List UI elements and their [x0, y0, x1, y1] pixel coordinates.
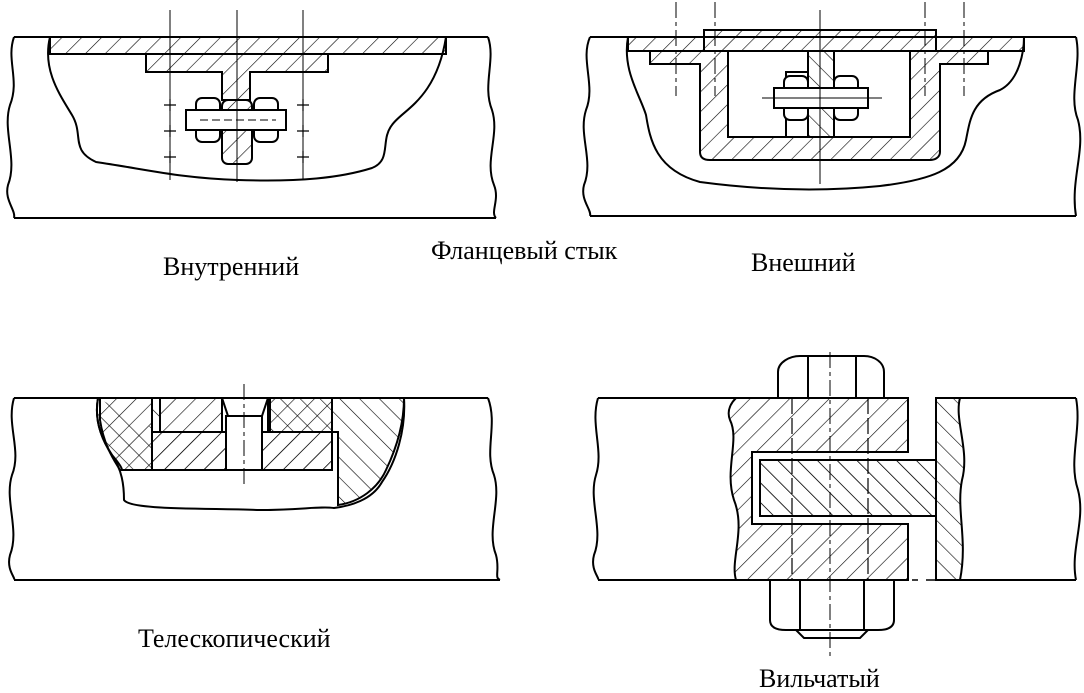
internal-right-break [487, 36, 497, 219]
external-flange-joint [582, 2, 1082, 217]
forked-right-break [1073, 397, 1082, 581]
title-label: Фланцевый стык [431, 236, 618, 265]
telescopic-right-break [487, 397, 501, 581]
internal-flange-plate [49, 36, 447, 55]
forked-tongue-inner [759, 459, 937, 517]
external-label: Внешний [751, 248, 856, 277]
forked-joint [592, 352, 1082, 660]
forked-left-break [592, 397, 600, 581]
external-flange-left [627, 36, 705, 52]
forked-bolt-head [777, 355, 885, 399]
external-flange-right [935, 36, 1025, 52]
telescopic-left-break [8, 397, 17, 581]
telescopic-joint [8, 384, 501, 581]
internal-cavity [47, 36, 447, 182]
forked-label: Вильчатый [759, 664, 880, 693]
telescopic-screw-head [220, 397, 270, 417]
external-right-break [1073, 36, 1082, 217]
external-left-break [582, 36, 592, 217]
internal-flange-joint [6, 10, 497, 219]
internal-left-break [6, 36, 16, 219]
telescopic-label: Телескопический [138, 624, 331, 653]
external-cavity [625, 36, 1025, 191]
forked-nut [769, 579, 895, 631]
internal-label: Внутренний [163, 252, 300, 281]
internal-marks [164, 99, 309, 163]
